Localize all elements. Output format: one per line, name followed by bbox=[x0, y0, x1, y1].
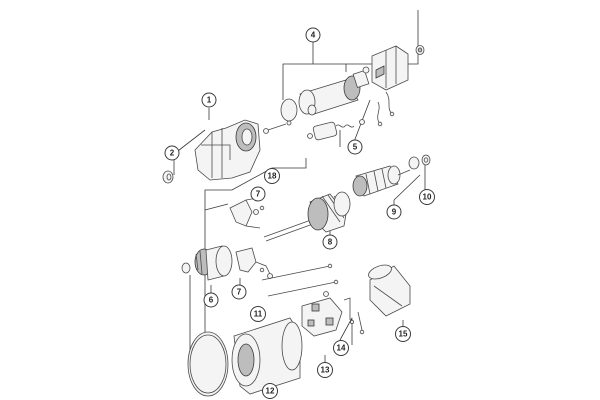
field-frame bbox=[187, 317, 303, 397]
terminal-nut bbox=[415, 45, 425, 55]
callout-15: 15 bbox=[395, 326, 411, 342]
contact-links bbox=[377, 91, 395, 127]
pinion-drive bbox=[181, 245, 233, 281]
commutator bbox=[352, 165, 411, 197]
drive-end-housing bbox=[194, 119, 261, 181]
callout-2: 2 bbox=[164, 145, 180, 161]
callout-label-9: 9 bbox=[392, 208, 397, 217]
brush-holder bbox=[301, 291, 343, 337]
callout-label-15: 15 bbox=[399, 330, 408, 339]
callout-label-14: 14 bbox=[337, 344, 346, 353]
callout-11: 11 bbox=[250, 306, 266, 322]
callout-label-7-upper: 7 bbox=[256, 190, 261, 199]
bushing bbox=[162, 170, 174, 184]
brush-screws bbox=[343, 297, 365, 335]
callout-7-lower: 7 bbox=[231, 284, 247, 300]
callout-label-4: 4 bbox=[311, 31, 316, 40]
callout-label-5: 5 bbox=[353, 143, 358, 152]
callout-label-13: 13 bbox=[321, 366, 330, 375]
callout-8: 8 bbox=[322, 234, 338, 250]
callout-1: 1 bbox=[201, 92, 217, 108]
callout-label-7-lower: 7 bbox=[237, 288, 242, 297]
callout-5: 5 bbox=[347, 139, 363, 155]
callout-label-8: 8 bbox=[328, 238, 333, 247]
lever-assembly bbox=[235, 247, 273, 279]
through-bolt-small bbox=[263, 120, 292, 134]
callout-6: 6 bbox=[203, 292, 219, 308]
end-cover bbox=[368, 264, 411, 317]
solenoid-switch bbox=[280, 69, 370, 122]
callout-label-2: 2 bbox=[170, 149, 175, 158]
callout-9: 9 bbox=[386, 204, 402, 220]
callout-label-11: 11 bbox=[254, 310, 263, 319]
callout-label-12: 12 bbox=[266, 387, 275, 396]
bearing-washer bbox=[408, 154, 431, 170]
callout-18: 18 bbox=[264, 168, 280, 184]
callout-7-upper: 7 bbox=[250, 186, 266, 202]
callout-10: 10 bbox=[419, 189, 435, 205]
callout-14: 14 bbox=[333, 340, 349, 356]
callout-label-6: 6 bbox=[209, 296, 214, 305]
callout-4: 4 bbox=[305, 27, 321, 43]
callout-label-18: 18 bbox=[268, 172, 277, 181]
solenoid-plunger bbox=[307, 119, 365, 141]
solenoid-cover bbox=[362, 45, 409, 91]
through-bolts bbox=[261, 263, 339, 297]
callout-13: 13 bbox=[317, 362, 333, 378]
drive-lever bbox=[229, 197, 265, 229]
callout-label-1: 1 bbox=[207, 96, 212, 105]
callout-12: 12 bbox=[262, 383, 278, 399]
armature bbox=[263, 191, 351, 242]
callout-label-10: 10 bbox=[423, 193, 432, 202]
